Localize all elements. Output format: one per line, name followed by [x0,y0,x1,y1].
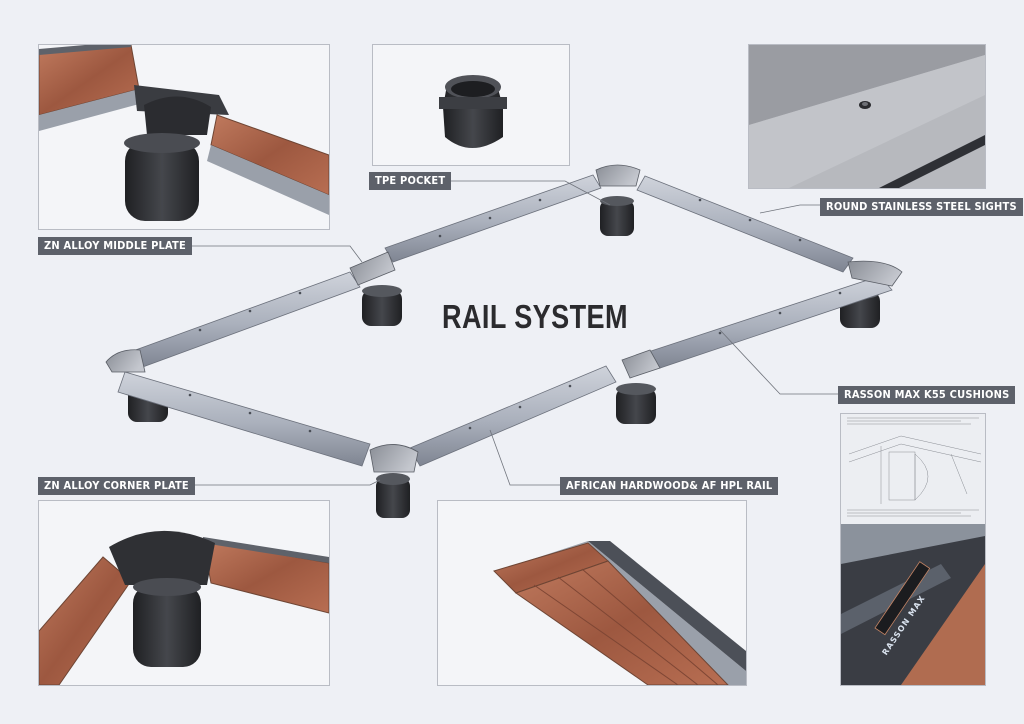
pocket-top-middle [600,196,634,236]
corner-plate-illustration [39,530,329,685]
tpe-pocket-illustration [439,75,507,148]
detail-panel-hardwood-rail [437,500,747,686]
rail-segment [636,175,854,273]
rasson-badge [874,561,931,636]
round-sights-illustration [749,45,985,188]
detail-panel-middle-plate [38,44,330,230]
detail-panel-cushions: RASSON MAX [840,413,986,686]
rail-group [117,174,893,467]
callout-middle-plate: ZN ALLOY MIDDLE PLATE [38,237,192,255]
middle-plate-illustration [39,45,329,221]
corner-plate-top [595,164,641,187]
pocket-bottom-corner [376,473,410,518]
rail-segment [409,365,617,467]
callout-cushions: RASSON MAX K55 CUSHIONS [838,386,1016,404]
corner-plate-right [847,260,903,287]
detail-panel-corner-plate [38,500,330,686]
middle-plate-left [349,251,396,286]
rail-segment [129,271,361,369]
corner-plate-left [105,349,146,373]
pocket-left-middle [362,285,402,326]
callout-hardwood-rail: AFRICAN HARDWOOD& AF HPL RAIL [560,477,779,495]
callout-corner-plate: ZN ALLOY CORNER PLATE [38,477,195,495]
diagram-title: RAIL SYSTEM [442,298,628,335]
callout-tpe-pocket: TPE POCKET [369,172,452,190]
detail-panel-round-sights [748,44,986,189]
callout-round-sights: ROUND STAINLESS STEEL SIGHTS [820,198,1023,216]
pocket-bottom-right-middle [616,383,656,424]
middle-plate-right [621,349,661,379]
corner-plate-bottom [369,444,419,473]
rail-segment [117,371,371,467]
cushion-profile-illustration [841,414,985,685]
pocket-group [128,196,880,518]
sight-dots [188,198,842,433]
detail-panel-tpe-pocket [372,44,570,166]
hardwood-rail-illustration [493,541,746,685]
